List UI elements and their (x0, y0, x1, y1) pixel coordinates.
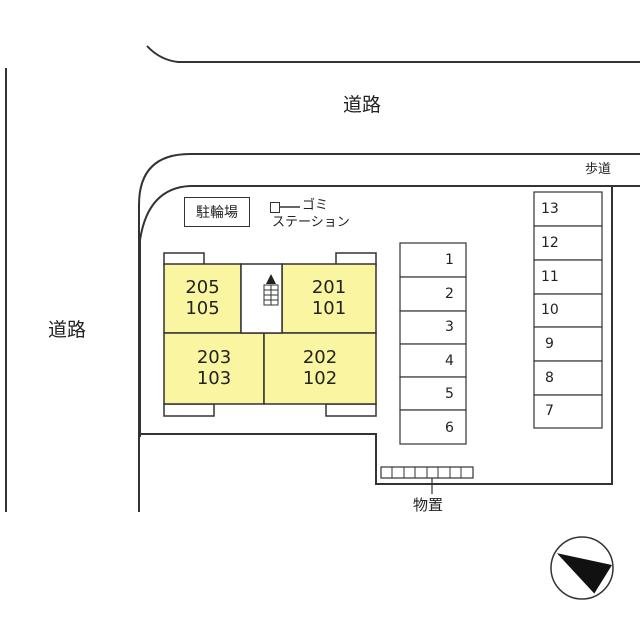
parking-stall-6 (399, 409, 467, 445)
unit-label-201-101: 201 101 (282, 264, 376, 333)
unit-number: 102 (302, 367, 338, 389)
parking-stall-10 (533, 293, 603, 328)
parking-number: 9 (545, 336, 554, 352)
parking-number: 10 (541, 302, 559, 318)
unit-202-102 (263, 332, 377, 405)
parking-stall-11 (533, 259, 603, 295)
unit-number: 202 (302, 346, 338, 368)
storage-units (380, 466, 474, 494)
unit-label-205-105: 205 105 (164, 264, 241, 333)
walkway-label: 歩道 (585, 162, 612, 177)
stairs-icon (263, 274, 279, 306)
parking-number: 13 (541, 201, 559, 217)
unit-label-203-103: 203 103 (164, 333, 264, 404)
unit-number: 105 (185, 297, 220, 319)
parking-number: 7 (545, 403, 554, 419)
unit-205-105 (163, 263, 242, 334)
parking-number: 1 (445, 252, 454, 268)
garbage-label-line1: ゴミ (302, 198, 329, 213)
parking-stall-5 (399, 376, 467, 411)
parking-stall-1 (399, 242, 467, 278)
parking-stall-8 (533, 360, 603, 396)
unit-number: 203 (196, 346, 232, 368)
unit-203-103 (163, 332, 265, 405)
walkway-outer-edge (138, 153, 640, 512)
site-boundary-lower (140, 186, 613, 485)
parking-left (399, 242, 467, 445)
parking-number: 6 (445, 420, 454, 436)
bicycle-parking: 駐輪場 (184, 197, 250, 227)
unit-label-202-102: 202 102 (264, 333, 376, 404)
parking-stall-13 (533, 191, 603, 227)
parking-stall-12 (533, 225, 603, 261)
bicycle-parking-label: 駐輪場 (196, 205, 238, 221)
parking-number: 5 (445, 386, 454, 402)
balcony (325, 403, 377, 417)
parking-number: 11 (541, 269, 559, 285)
garbage-station-label: ゴミ ステーション (272, 198, 350, 232)
garbage-station-icon (270, 202, 280, 213)
storage-label: 物置 (413, 496, 444, 514)
unit-number: 101 (311, 297, 347, 319)
site-boundary (139, 185, 640, 437)
parking-stall-9 (533, 326, 603, 362)
balcony (163, 403, 215, 417)
parking-stall-4 (399, 343, 467, 378)
parking-number: 3 (445, 319, 454, 335)
parking-stall-3 (399, 310, 467, 345)
road-label-top: 道路 (343, 94, 382, 116)
parking-right (533, 191, 603, 429)
parking-stall-2 (399, 276, 467, 312)
garbage-label-line2: ステーション (272, 214, 350, 230)
north-arrow-icon (550, 536, 614, 600)
unit-number: 205 (185, 276, 220, 298)
road-label-left: 道路 (48, 319, 87, 341)
parking-number: 8 (545, 370, 554, 386)
unit-number: 103 (196, 367, 232, 389)
parking-stall-7 (533, 394, 603, 429)
road-edge-top (146, 45, 640, 63)
parking-number: 12 (541, 235, 559, 251)
parking-number: 4 (445, 353, 454, 369)
parking-number: 2 (445, 286, 454, 302)
unit-number: 201 (311, 276, 347, 298)
